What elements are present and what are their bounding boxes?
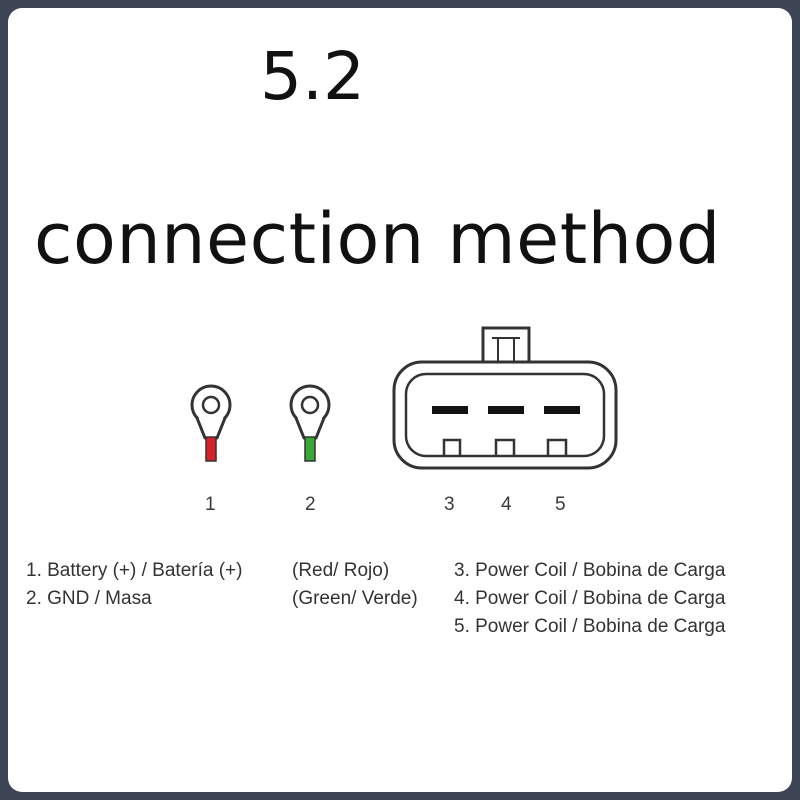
pin-number-5: 5 xyxy=(555,494,566,515)
ring-terminal-1 xyxy=(190,384,232,462)
red-wire xyxy=(205,436,217,462)
connector-pin-4 xyxy=(488,406,524,414)
legend-pin-3: 3. Power Coil / Bobina de Carga xyxy=(454,560,726,581)
ring-terminal-2 xyxy=(289,384,331,462)
connector-pin-3 xyxy=(432,406,468,414)
title-version: 5.2 xyxy=(260,38,365,115)
wiring-diagram: 1 2 3 4 5 xyxy=(190,326,618,515)
green-wire xyxy=(304,436,316,462)
legend-pin-2: 2. GND / Masa xyxy=(26,588,152,609)
three-pin-connector xyxy=(392,326,618,470)
pin-number-3: 3 xyxy=(444,494,455,515)
legend-pin-1: 1. Battery (+) / Batería (+) xyxy=(26,560,243,581)
connector-pin-5 xyxy=(544,406,580,414)
legend-pin-4: 4. Power Coil / Bobina de Carga xyxy=(454,588,726,609)
title-heading: connection method xyxy=(34,198,721,280)
legend-color-green: (Green/ Verde) xyxy=(292,588,418,609)
pin-number-2: 2 xyxy=(305,494,316,515)
diagram-panel: 5.2 connection method xyxy=(8,8,792,792)
legend-pin-5: 5. Power Coil / Bobina de Carga xyxy=(454,616,726,637)
pin-number-1: 1 xyxy=(205,494,216,515)
legend-color-red: (Red/ Rojo) xyxy=(292,560,390,581)
pin-number-4: 4 xyxy=(501,494,512,515)
